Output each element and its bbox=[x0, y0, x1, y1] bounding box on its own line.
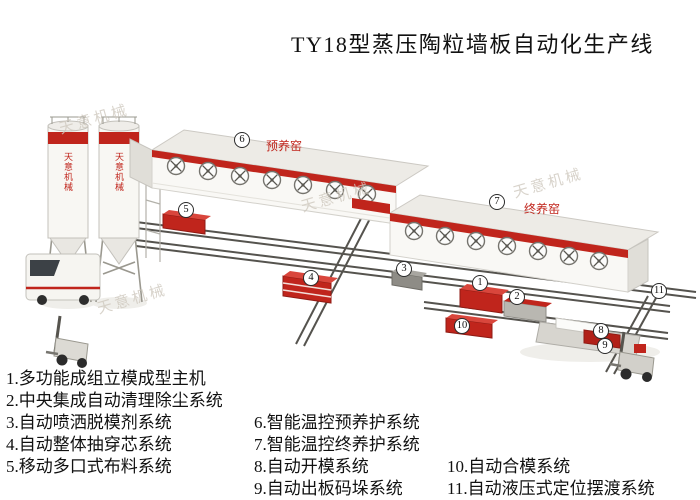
legend-column-1: 1.多功能成组立模成型主机 2.中央集成自动清理除尘系统 3.自动喷洒脱模剂系统 4.… bbox=[6, 368, 223, 478]
callout-9: 9 bbox=[597, 338, 613, 354]
final-curing-kiln-label: 终养窑 bbox=[524, 201, 560, 216]
host-machine-vehicle bbox=[25, 253, 101, 305]
callout-1: 1 bbox=[472, 275, 488, 291]
legend-item: 10.自动合模系统 bbox=[447, 457, 571, 476]
callout-3: 3 bbox=[396, 261, 412, 277]
legend-item: 5.移动多口式布料系统 bbox=[6, 457, 172, 476]
callout-4: 4 bbox=[303, 270, 319, 286]
forklift-left bbox=[45, 315, 89, 368]
callout-6: 6 bbox=[234, 132, 250, 148]
legend-item: 9.自动出板码垛系统 bbox=[254, 479, 403, 498]
callout-7: 7 bbox=[489, 194, 505, 210]
forklift-right bbox=[609, 331, 655, 382]
callout-5: 5 bbox=[178, 202, 194, 218]
silo-brand-label: 天意机械 bbox=[114, 152, 124, 192]
legend-item: 4.自动整体抽穿芯系统 bbox=[6, 435, 172, 454]
page-title: TY18型蒸压陶粒墙板自动化生产线 bbox=[291, 32, 654, 57]
legend-item: 1.多功能成组立模成型主机 bbox=[6, 369, 206, 388]
pre-curing-kiln-label: 预养窑 bbox=[266, 138, 302, 153]
callout-11: 11 bbox=[651, 283, 667, 299]
building-final-curing-kiln: 终养窑 bbox=[388, 194, 660, 293]
callout-10: 10 bbox=[454, 318, 470, 334]
legend-column-3: 10.自动合模系统 11.自动液压式定位摆渡系统 bbox=[447, 456, 655, 500]
legend-item: 7.智能温控终养护系统 bbox=[254, 435, 420, 454]
silo-brand-label: 天意机械 bbox=[63, 152, 73, 192]
legend-item: 3.自动喷洒脱模剂系统 bbox=[6, 413, 172, 432]
legend-item: 2.中央集成自动清理除尘系统 bbox=[6, 391, 223, 410]
callout-2: 2 bbox=[509, 289, 525, 305]
legend-item: 6.智能温控预养护系统 bbox=[254, 413, 420, 432]
legend-item: 8.自动开模系统 bbox=[254, 457, 369, 476]
callout-8: 8 bbox=[593, 323, 609, 339]
legend-item: 11.自动液压式定位摆渡系统 bbox=[447, 479, 655, 498]
legend-column-2: 6.智能温控预养护系统 7.智能温控终养护系统 8.自动开模系统 9.自动出板码垛系统 bbox=[254, 412, 420, 500]
cement-silos bbox=[44, 116, 143, 303]
building-pre-curing-kiln: 预养窑 bbox=[129, 129, 430, 225]
